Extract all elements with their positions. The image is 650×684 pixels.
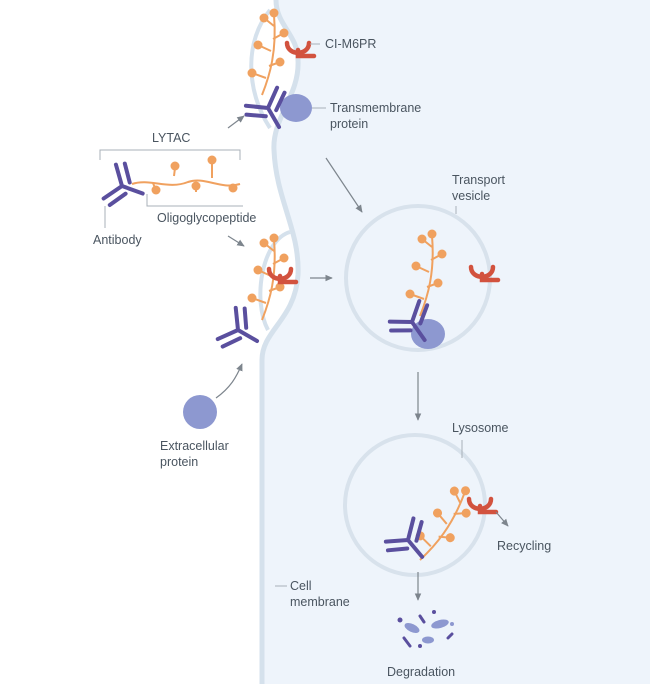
lysosome-label: Lysosome xyxy=(452,421,509,435)
extracellular-protein-shape xyxy=(183,395,217,429)
transport-vesicle-label-line1: Transport xyxy=(452,173,506,187)
arrow-recycling xyxy=(495,511,509,527)
lytac-oligoglycopeptide xyxy=(131,155,241,195)
degradation-fragments xyxy=(397,610,454,648)
oligoglycopeptide-label: Oligoglycopeptide xyxy=(157,211,256,225)
antibody-label: Antibody xyxy=(93,233,142,247)
arrow-top-to-vesicle xyxy=(325,157,363,213)
extracellular-protein-label-line2: protein xyxy=(160,455,198,469)
transmembrane-protein-label-line2: protein xyxy=(330,117,368,131)
extracellular-protein-label-line1: Extracellular xyxy=(160,439,229,453)
cell-membrane-label-line2: membrane xyxy=(290,595,350,609)
lytac-bracket xyxy=(99,149,241,160)
transmembrane-protein-label-line1: Transmembrane xyxy=(330,101,421,115)
transmembrane-protein-shape xyxy=(280,94,312,122)
transport-vesicle-label-line2: vesicle xyxy=(452,189,490,203)
lytac-label: LYTAC xyxy=(152,131,190,145)
recycling-label: Recycling xyxy=(497,539,551,553)
cytoplasm-region xyxy=(262,0,650,684)
cell-membrane-label-line1: Cell xyxy=(290,579,312,593)
degradation-label: Degradation xyxy=(387,665,455,679)
vesicle-protein-shape xyxy=(411,319,445,349)
oligoglycopeptide-bracket xyxy=(146,194,243,207)
arrow-protein-to-antibody xyxy=(215,363,243,399)
lysosome xyxy=(343,433,487,577)
arrow-lytac-to-top xyxy=(227,115,245,129)
ci-m6pr-label: CI-M6PR xyxy=(325,37,376,51)
arrow-lytac-to-middle xyxy=(227,235,245,247)
